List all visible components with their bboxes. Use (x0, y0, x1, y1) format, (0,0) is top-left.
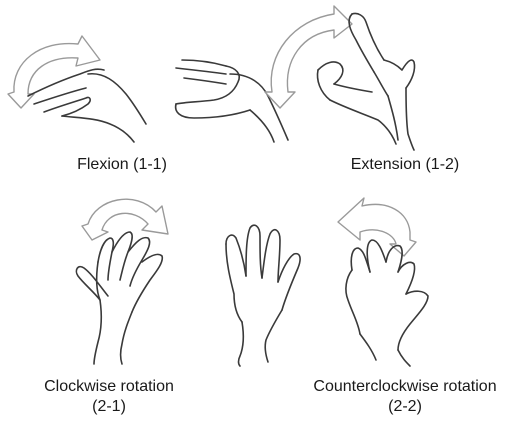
caption-flexion: Flexion (1-1) (48, 155, 196, 175)
caption-counterclockwise-code: (2-2) (296, 397, 514, 417)
clockwise-rotation-hand-icon (76, 199, 168, 364)
caption-clockwise-title: Clockwise rotation (14, 377, 204, 397)
flexion-hand-icon (8, 36, 146, 142)
caption-counterclockwise-title: Counterclockwise rotation (296, 377, 514, 397)
caption-counterclockwise-rotation: Counterclockwise rotation (2-2) (296, 377, 514, 417)
caption-extension: Extension (1-2) (310, 155, 500, 175)
open-hand-icon (226, 225, 300, 366)
counterclockwise-rotation-hand-icon (338, 198, 428, 366)
caption-clockwise-code: (2-1) (14, 397, 204, 417)
caption-clockwise-rotation: Clockwise rotation (2-1) (14, 377, 204, 417)
extension-hand-icon (349, 13, 414, 150)
